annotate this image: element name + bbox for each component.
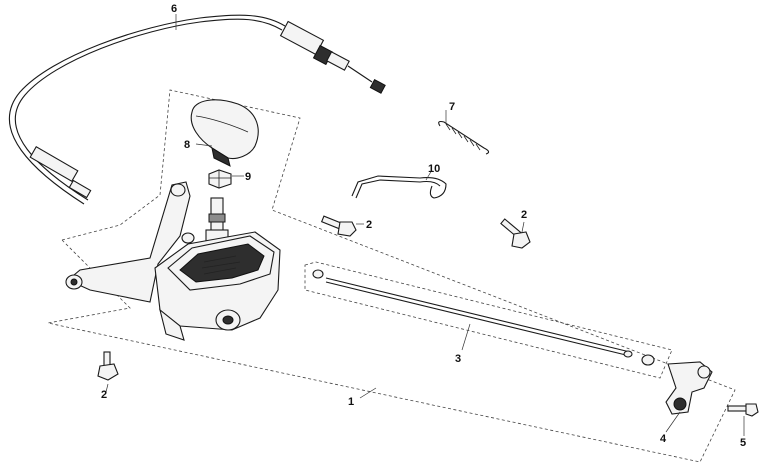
shift-arm bbox=[665, 361, 713, 415]
callout-6: 6 bbox=[171, 3, 177, 15]
callout-1: 1 bbox=[348, 396, 354, 408]
callout-2-right: 2 bbox=[521, 209, 527, 221]
callout-3: 3 bbox=[455, 353, 461, 365]
callout-2-lower: 2 bbox=[101, 389, 107, 401]
knob-nut bbox=[208, 169, 232, 189]
wire-bracket bbox=[351, 175, 447, 199]
shift-cable bbox=[8, 14, 386, 205]
bolt-lower bbox=[97, 351, 119, 381]
callout-9: 9 bbox=[245, 171, 251, 183]
callout-4: 4 bbox=[660, 433, 667, 445]
bolt-right bbox=[500, 218, 531, 249]
shift-knob bbox=[190, 99, 259, 167]
leader-lines bbox=[105, 14, 745, 436]
callout-2-upper: 2 bbox=[366, 219, 372, 231]
rod-box-outline bbox=[304, 261, 673, 379]
shift-lever bbox=[205, 197, 229, 243]
callout-8: 8 bbox=[184, 139, 190, 151]
arm-bolt bbox=[727, 403, 759, 417]
callout-10: 10 bbox=[428, 163, 440, 175]
callout-5: 5 bbox=[740, 437, 746, 449]
bolt-upper bbox=[320, 215, 357, 237]
shift-rod bbox=[312, 269, 655, 366]
return-spring bbox=[438, 120, 490, 155]
callout-7: 7 bbox=[449, 101, 455, 113]
shifter-housing bbox=[65, 181, 281, 341]
